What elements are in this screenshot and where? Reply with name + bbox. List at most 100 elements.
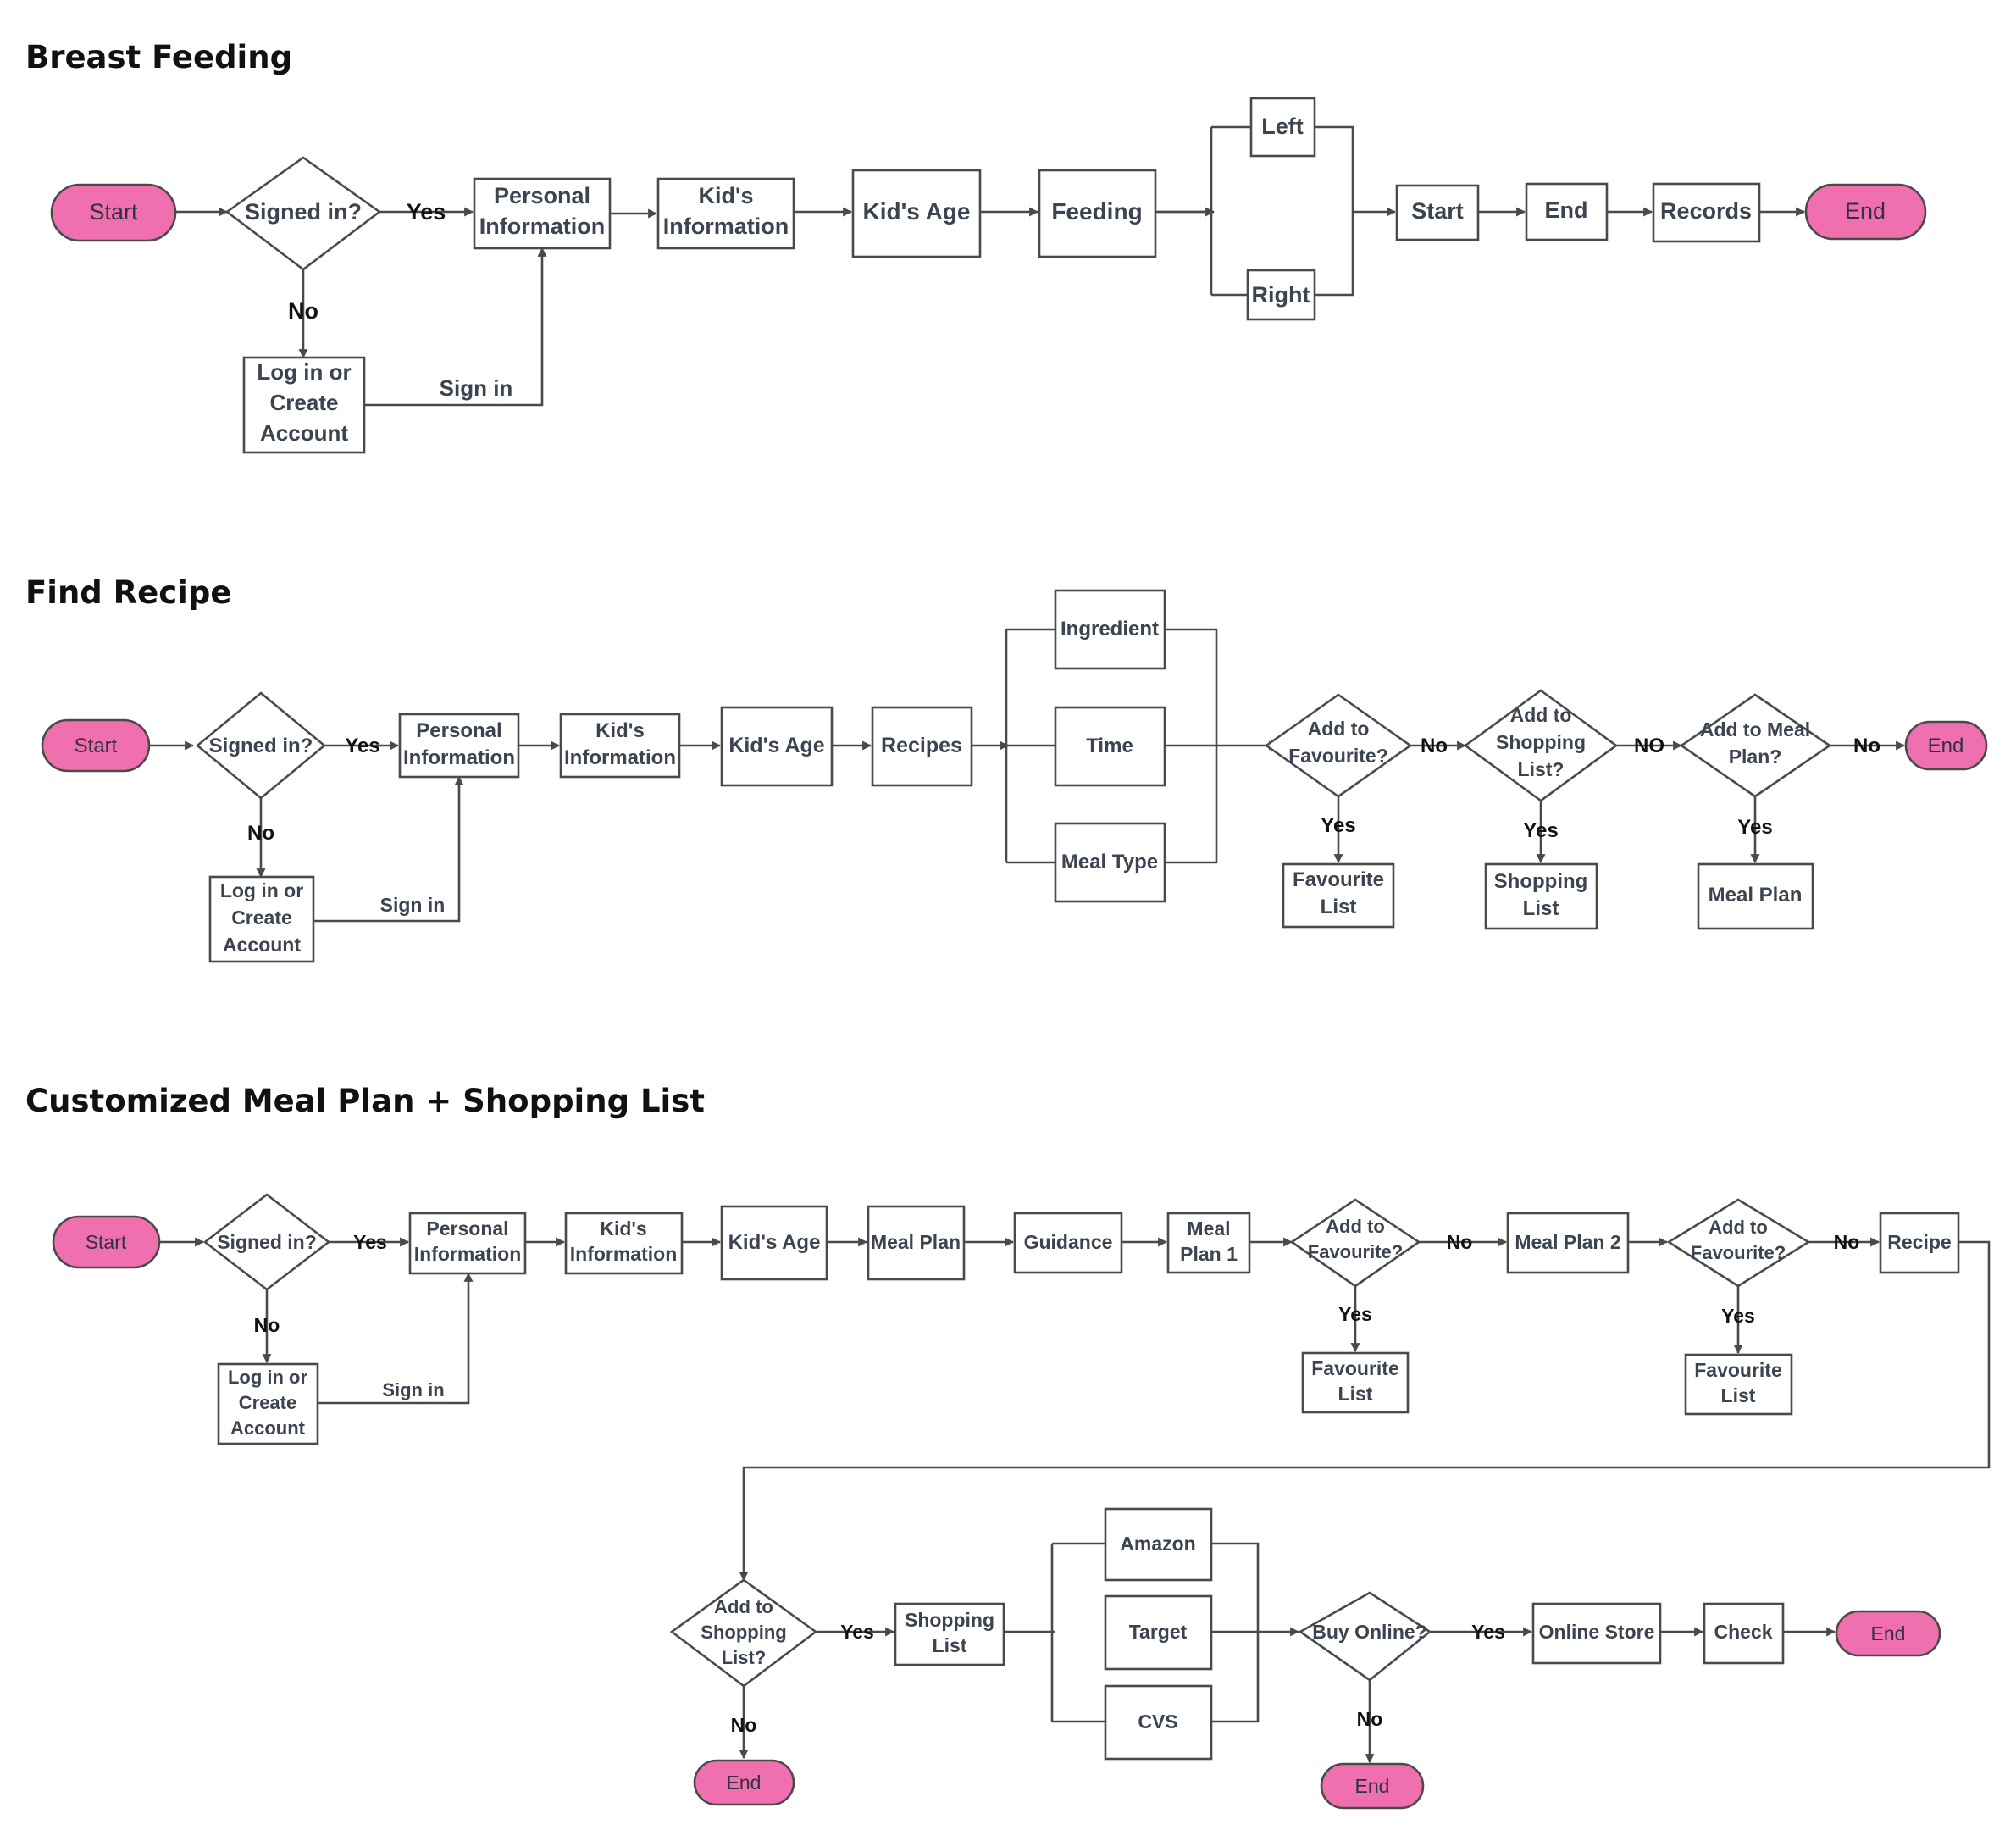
meal-plan-2-label: Meal Plan 2 [1515, 1231, 1620, 1253]
no-label-3: No [731, 1714, 757, 1736]
login-line3: Account [223, 934, 301, 956]
meal-plan-box [1697, 862, 1814, 930]
yes-label: Yes [353, 1231, 387, 1253]
end-terminal-3 [1835, 1610, 1941, 1657]
favourite-list-box-2 [1684, 1353, 1793, 1416]
ingredient-box [1054, 589, 1166, 670]
login-line2: Create [270, 390, 339, 415]
personal-info-line2: Information [479, 214, 606, 239]
end-label-2: End [1355, 1775, 1390, 1797]
add-to-favourite-decision [1264, 693, 1413, 798]
signed-in-label: Signed in? [209, 735, 313, 757]
no-label-2: No [1834, 1231, 1860, 1253]
login-create-account-box [217, 1362, 319, 1445]
add-shop-line2: Shopping [1496, 731, 1586, 753]
recipes-box [871, 706, 973, 787]
left-label: Left [1261, 114, 1304, 139]
meal-type-label: Meal Type [1061, 851, 1158, 873]
no-label-1: No [1421, 735, 1448, 757]
kids-info-line1: Kid's [600, 1217, 646, 1239]
end-label-3: End [1871, 1622, 1906, 1644]
online-store-label: Online Store [1539, 1621, 1655, 1643]
shop-list-line2: List [1523, 897, 1559, 920]
add-shop-line3: List? [1518, 758, 1565, 780]
add-to-shopping-list-decision [1463, 689, 1619, 802]
yes-label-2: Yes [1523, 819, 1558, 842]
add-fav-line2: Favourite? [1288, 745, 1388, 767]
breast-feeding-flow: Start Signed in? Yes No Personal Informa… [50, 97, 1927, 454]
favourite-list-box-1 [1301, 1351, 1410, 1414]
no-label-2: NO [1634, 735, 1664, 757]
find-recipe-flow: Start Signed in? Yes No Personal Informa… [41, 589, 1988, 963]
shop-list-line1: Shopping [905, 1609, 994, 1631]
end-label: End [1845, 198, 1886, 224]
section-title-find-recipe: Find Recipe [25, 574, 231, 611]
kids-age-box [720, 706, 834, 787]
meal-plan-1-line1: Meal [1187, 1217, 1230, 1239]
kids-age-box [851, 169, 982, 258]
add-fav2-line1: Add to [1709, 1217, 1768, 1238]
yes-label-3: Yes [840, 1621, 874, 1643]
meal-plan-2-box [1506, 1212, 1630, 1274]
kids-age-label: Kid's Age [863, 198, 971, 225]
yes-label-1: Yes [1321, 814, 1355, 837]
end-terminal-2 [1320, 1762, 1425, 1810]
right-label: Right [1252, 282, 1310, 308]
kids-age-box [720, 1205, 828, 1281]
kids-info-line2: Information [570, 1243, 678, 1265]
no-label-3: No [1853, 735, 1880, 757]
shop-list-line1: Shopping [1494, 870, 1588, 893]
records-label: Records [1660, 198, 1752, 224]
fav-list2-line2: List [1721, 1384, 1756, 1406]
cvs-box [1104, 1684, 1213, 1761]
no-label-4: No [1357, 1708, 1383, 1730]
fav-list1-line1: Favourite [1311, 1357, 1399, 1379]
end-terminal [1804, 183, 1927, 241]
ingredient-label: Ingredient [1061, 618, 1159, 640]
fav-list-line1: Favourite [1293, 868, 1384, 891]
login-line1: Log in or [228, 1367, 308, 1388]
yes-label: Yes [407, 199, 446, 225]
kids-information-box [559, 713, 681, 779]
recipe-label: Recipe [1887, 1231, 1951, 1253]
end-terminal [1904, 720, 1988, 771]
cvs-label: CVS [1138, 1711, 1177, 1733]
add-meal-line1: Add to Meal [1700, 718, 1810, 740]
login-line1: Log in or [257, 359, 351, 385]
add-meal-line2: Plan? [1729, 746, 1782, 768]
add-shop-line1: Add to [1510, 704, 1572, 726]
add-shop-line3: List? [722, 1647, 767, 1668]
no-label: No [288, 298, 318, 324]
time-box [1054, 706, 1166, 787]
kids-info-line1: Kid's [699, 183, 754, 208]
online-store-box [1531, 1602, 1662, 1665]
meal-plan-flow: Start Signed in? Yes No Personal Informa… [52, 1193, 1991, 1810]
yes-label-1: Yes [1338, 1303, 1372, 1325]
guidance-box [1013, 1212, 1123, 1274]
meal-plan-label: Meal Plan [1709, 884, 1803, 907]
feeding-start-box [1395, 184, 1480, 241]
personal-info-line1: Personal [416, 719, 501, 742]
yes-label-2: Yes [1721, 1305, 1755, 1327]
check-box [1703, 1602, 1785, 1665]
kids-age-label: Kid's Age [728, 1231, 821, 1254]
yes-label-4: Yes [1471, 1621, 1505, 1643]
yes-label: Yes [345, 735, 379, 757]
personal-information-box [408, 1212, 527, 1275]
login-line2: Create [231, 907, 292, 929]
add-fav1-line2: Favourite? [1308, 1241, 1403, 1262]
meal-type-box [1054, 822, 1166, 903]
add-fav2-line2: Favourite? [1691, 1242, 1786, 1263]
start-label: Start [89, 199, 138, 225]
shop-list-line2: List [933, 1634, 967, 1656]
add-to-shopping-list-decision [669, 1578, 818, 1688]
no-label-1: No [1447, 1231, 1473, 1253]
no-label: No [247, 822, 274, 845]
section-title-meal-plan: Customized Meal Plan + Shopping List [25, 1083, 705, 1119]
signed-in-decision [195, 691, 327, 800]
buy-online-decision [1298, 1591, 1432, 1682]
signed-in-label: Signed in? [217, 1231, 317, 1253]
signed-in-decision [224, 156, 382, 271]
add-to-favourite-decision-2 [1666, 1198, 1811, 1288]
